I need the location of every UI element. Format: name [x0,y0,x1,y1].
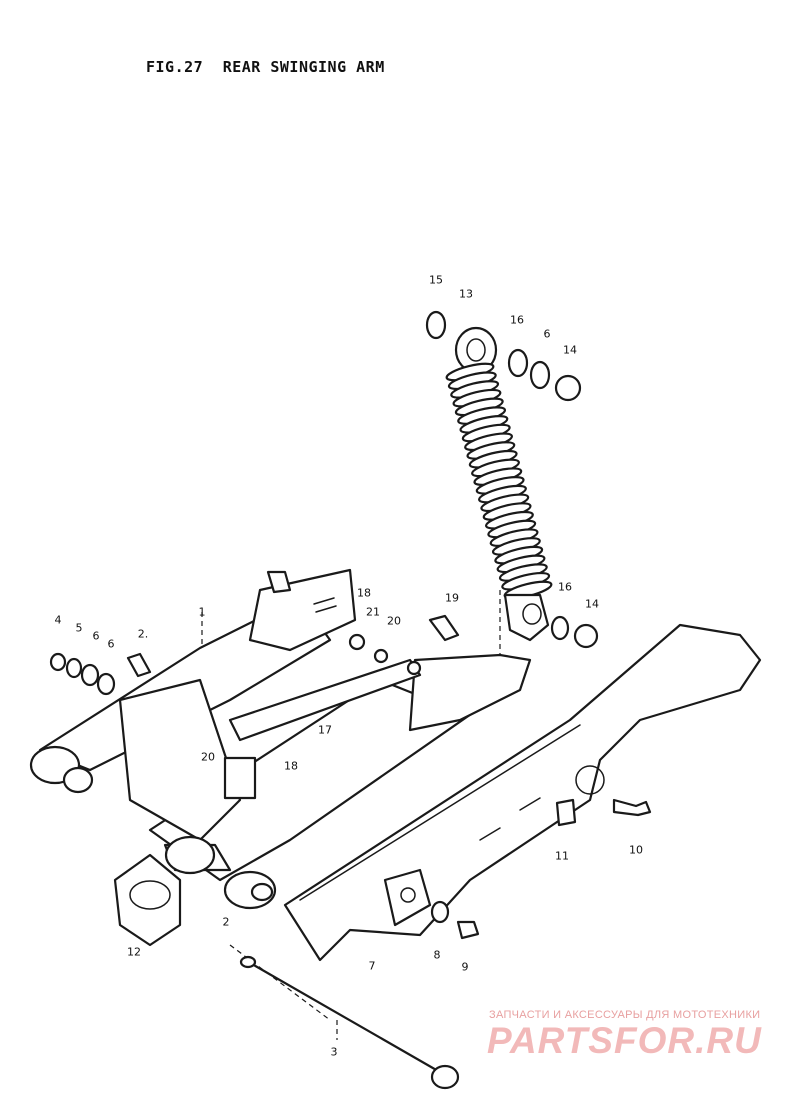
callout-8: 8 [433,948,441,962]
callout-19: 19 [445,591,459,605]
callout-4: 4 [54,613,62,627]
callout-10: 10 [629,843,643,857]
callout-14-bottom: 14 [585,597,599,611]
swing-arm [29,568,532,882]
callout-6-left: 6 [92,629,100,643]
watermark-tagline: ЗАПЧАСТИ И АКСЕССУАРЫ ДЛЯ МОТОТЕХНИКИ [489,1009,761,1021]
callout-12: 12 [127,945,141,959]
nut-14-top [554,374,582,402]
callout-11: 11 [555,849,569,863]
callout-16-top: 16 [510,313,524,327]
callout-6-left-2: 6 [107,637,115,651]
callout-2-bolt: 2. [137,627,149,641]
callout-21: 21 [366,605,380,619]
rear-shock-absorber [445,326,553,642]
callout-20-left: 20 [201,750,215,764]
callout-1: 1 [198,605,206,619]
chain-case [283,623,762,962]
callout-13: 13 [459,287,473,301]
figure-number: FIG.27 [146,58,204,76]
callout-20-top: 20 [387,614,401,628]
pivot-parts [113,835,460,1090]
callout-9: 9 [461,960,469,974]
watermark-brand: PARTSFOR.RU [487,1020,762,1061]
dust-seal [113,853,182,947]
small-parts [49,310,652,940]
callout-3: 3 [330,1045,338,1059]
callout-18-bottom: 18 [284,759,298,773]
callout-17: 17 [318,723,332,737]
callout-2-bush: 2 [222,915,230,929]
callout-18-top: 18 [357,586,371,600]
callout-7: 7 [368,959,376,973]
callout-6-top: 6 [543,327,551,341]
callout-16-bottom: 16 [558,580,572,594]
figure-name: REAR SWINGING ARM [222,58,385,76]
callout-14-top: 14 [563,343,577,357]
torque-rod [228,658,422,742]
washer-15 [425,310,447,340]
nut-14-bottom [573,623,599,649]
figure-title: FIG.27 REAR SWINGING ARM [146,58,395,76]
callout-15: 15 [429,273,443,287]
pivot-shaft [243,958,447,1077]
callout-5: 5 [75,621,83,635]
